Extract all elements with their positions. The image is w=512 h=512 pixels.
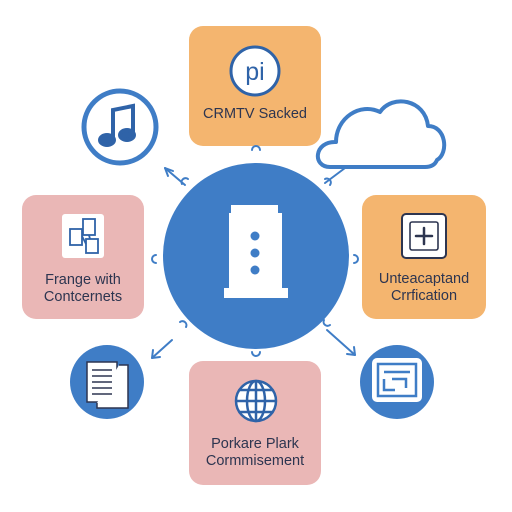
pi-badge-icon: pi bbox=[229, 45, 281, 97]
server-tower-icon bbox=[224, 205, 288, 298]
top-label: CRMTV Sacked bbox=[203, 106, 307, 122]
documents-node bbox=[70, 345, 144, 419]
connected-documents-icon bbox=[62, 214, 104, 258]
cloud-icon bbox=[315, 99, 447, 169]
browser-node bbox=[360, 345, 434, 419]
left-label-line2: Contcernets bbox=[43, 289, 123, 305]
right-label-line2: Crrfication bbox=[390, 288, 458, 304]
bottom-label: Porkare Plark Cormmisement bbox=[189, 436, 321, 470]
right-label: Unteacaptand Crrfication bbox=[362, 271, 486, 305]
plus-document-icon bbox=[401, 213, 447, 259]
documents-icon bbox=[86, 361, 129, 409]
pi-badge-text: pi bbox=[245, 58, 264, 86]
bottom-label-line2: Cormmisement bbox=[205, 453, 305, 469]
left-label-line1: Frange with bbox=[45, 272, 121, 288]
connectors bbox=[151, 145, 359, 359]
music-note-node bbox=[81, 88, 159, 166]
right-label-line1: Unteacaptand bbox=[378, 271, 470, 287]
music-note-icon bbox=[98, 103, 136, 147]
left-label: Frange with Contcernets bbox=[22, 272, 144, 306]
globe-icon bbox=[234, 379, 278, 423]
bottom-label-line1: Porkare Plark bbox=[211, 436, 299, 452]
browser-window-icon bbox=[372, 358, 422, 402]
